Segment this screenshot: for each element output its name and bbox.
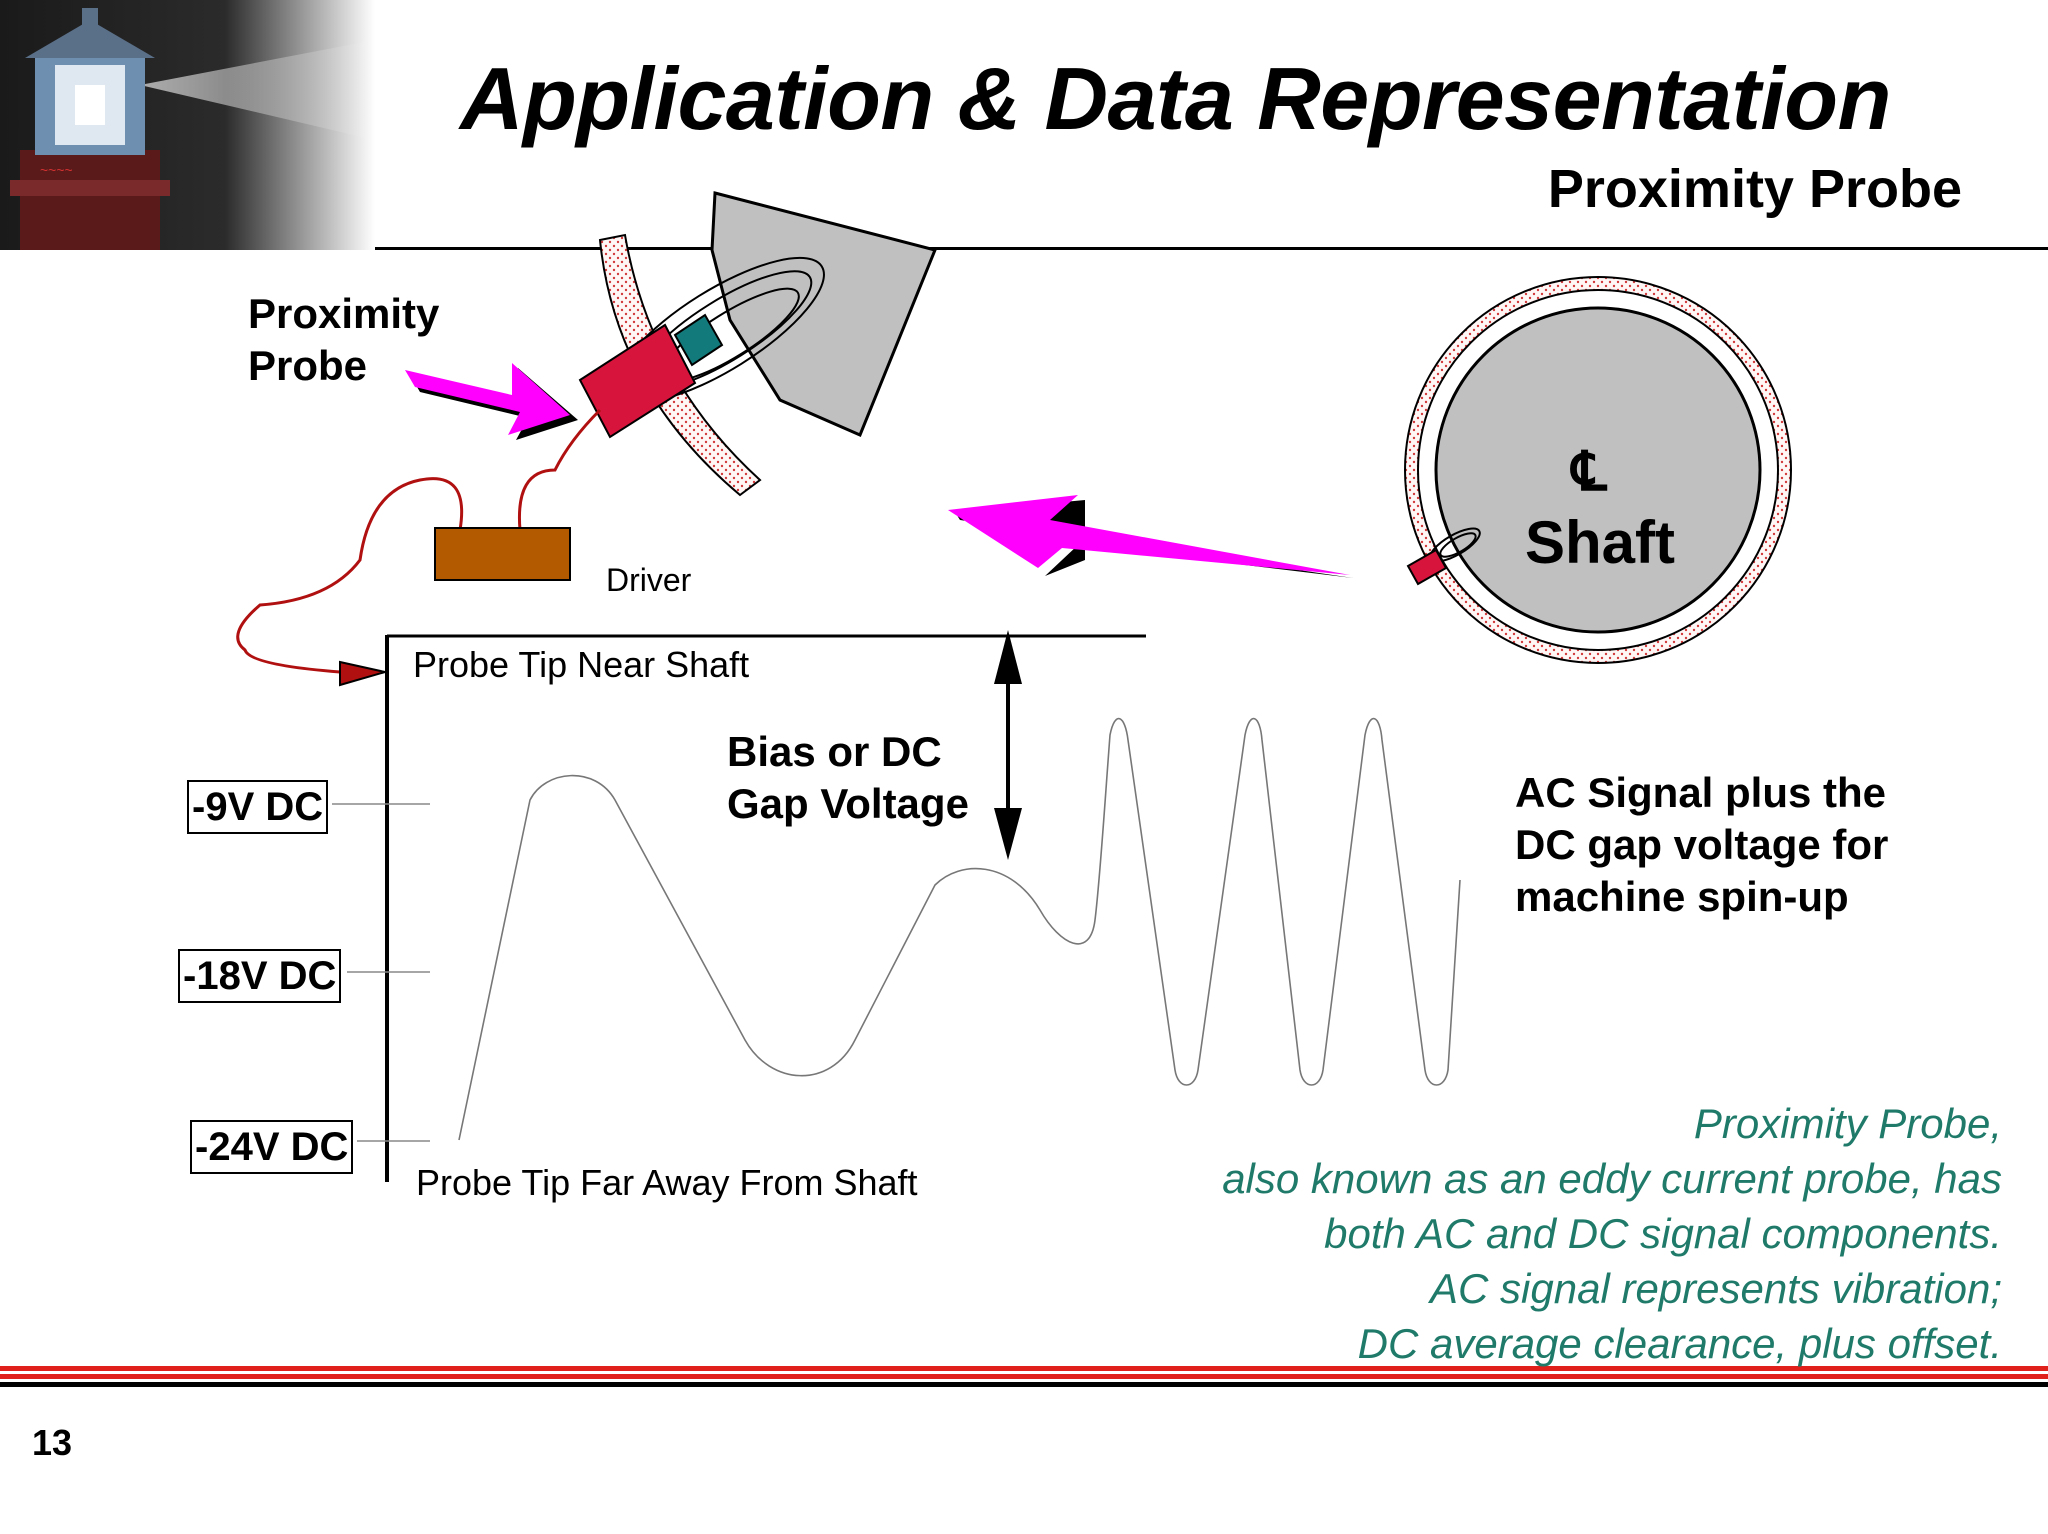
- voltage-label-24v: -24V DC: [190, 1120, 354, 1174]
- header-divider: [375, 247, 2048, 250]
- bias-label-line1: Bias or DC: [727, 728, 942, 775]
- bias-double-arrow: [994, 630, 1022, 860]
- explanation-note: Proximity Probe, also known as an eddy c…: [1222, 1096, 2002, 1371]
- ac-signal-line3: machine spin-up: [1515, 873, 1849, 920]
- note-line2: also known as an eddy current probe, has: [1222, 1155, 2002, 1202]
- signal-waveform: [458, 717, 1461, 1141]
- far-shaft-label: Probe Tip Far Away From Shaft: [416, 1162, 918, 1203]
- footer-red-rule-1: [0, 1366, 2048, 1371]
- footer-black-rule: [0, 1382, 2048, 1387]
- footer-red-rule-2: [0, 1374, 2048, 1379]
- driver-box: [434, 527, 571, 581]
- page-title: Application & Data Representation: [460, 49, 1891, 148]
- page-subtitle: Proximity Probe: [1547, 159, 1962, 219]
- lighthouse-logo: ~~~~: [0, 0, 375, 250]
- page-number: 13: [32, 1422, 73, 1463]
- connector-arrowhead: [339, 660, 386, 687]
- shaft-label: Shaft: [1525, 509, 1675, 576]
- voltage-ticks: [332, 803, 430, 1142]
- ac-signal-line2: DC gap voltage for: [1515, 821, 1889, 868]
- probe-label-line1: Proximity: [248, 290, 440, 337]
- note-line5: DC average clearance, plus offset.: [1357, 1320, 2002, 1367]
- bias-label: Bias or DC Gap Voltage: [727, 726, 969, 830]
- probe-body-shape: [578, 313, 724, 439]
- note-line1: Proximity Probe,: [1693, 1100, 2002, 1147]
- probe-label: Proximity Probe: [248, 288, 439, 392]
- ac-signal-line1: AC Signal plus the: [1515, 769, 1887, 816]
- bias-label-line2: Gap Voltage: [727, 780, 969, 827]
- voltage-label-9v: -9V DC: [187, 780, 329, 834]
- bearing-band-shape: [598, 233, 762, 497]
- note-line4: AC signal represents vibration;: [1430, 1265, 2002, 1312]
- shaft-to-probe-arrow: [948, 495, 1350, 575]
- shaft-section-shape: [710, 191, 938, 437]
- near-shaft-label: Probe Tip Near Shaft: [413, 644, 750, 685]
- shaft-circle-shape: [1404, 276, 1792, 664]
- voltage-label-18v: -18V DC: [178, 949, 342, 1003]
- ac-signal-label: AC Signal plus the DC gap voltage for ma…: [1515, 767, 1888, 923]
- note-line3: both AC and DC signal components.: [1324, 1210, 2002, 1257]
- driver-label: Driver: [606, 562, 692, 598]
- probe-label-line2: Probe: [248, 342, 368, 389]
- probe-cable: [236, 408, 602, 674]
- shaft-to-probe-arrow-shadow: [955, 500, 1353, 578]
- centerline-symbol: ℄: [1572, 442, 1607, 502]
- svg-text:~~~~: ~~~~: [40, 162, 73, 178]
- probe-pointer-arrow-fill: [405, 363, 570, 435]
